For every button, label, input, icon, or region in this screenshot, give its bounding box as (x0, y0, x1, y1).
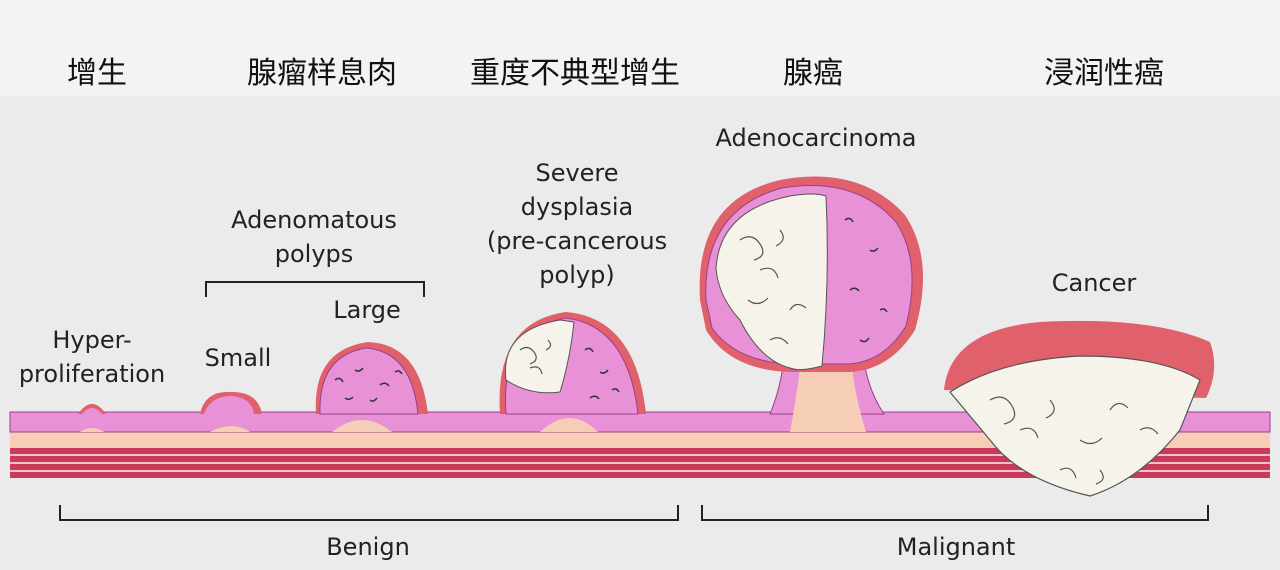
small-polyp (200, 391, 262, 432)
heading-adenocarcinoma: 腺癌 (783, 56, 843, 91)
label-severe-line3: (pre-cancerous (487, 227, 667, 255)
hyperproliferation-bump (78, 404, 106, 432)
heading-band (0, 0, 1280, 96)
benign-bracket (59, 505, 679, 521)
malignant-bracket (701, 505, 1209, 521)
heading-adenomatous-polyp: 腺瘤样息肉 (247, 56, 397, 91)
label-small: Small (205, 344, 272, 372)
heading-hyperplasia: 增生 (67, 56, 127, 91)
label-severe-line1: Severe (535, 159, 618, 187)
label-adenomatous-line1: Adenomatous (231, 206, 397, 234)
label-adenomatous-line2: polyps (275, 240, 354, 268)
label-severe-line2: dysplasia (521, 193, 633, 221)
label-hyper-line1: Hyper- (52, 326, 131, 354)
severe-dysplasia-polyp (499, 312, 646, 432)
adenomatous-bracket (205, 281, 425, 297)
heading-invasive-cancer: 浸润性癌 (1044, 56, 1164, 91)
label-adenocarcinoma: Adenocarcinoma (716, 124, 917, 152)
label-hyper-line2: proliferation (19, 360, 165, 388)
label-severe-line4: polyp) (539, 261, 614, 289)
heading-severe-dysplasia: 重度不典型增生 (470, 56, 680, 91)
invasive-cancer-mass (944, 320, 1215, 497)
label-cancer: Cancer (1052, 269, 1137, 297)
label-malignant: Malignant (897, 533, 1016, 561)
label-large: Large (333, 296, 401, 324)
label-benign: Benign (326, 533, 410, 561)
adenocarcinoma-polyp (699, 176, 923, 432)
large-polyp (315, 342, 428, 432)
submucosa-layer (10, 430, 1270, 448)
